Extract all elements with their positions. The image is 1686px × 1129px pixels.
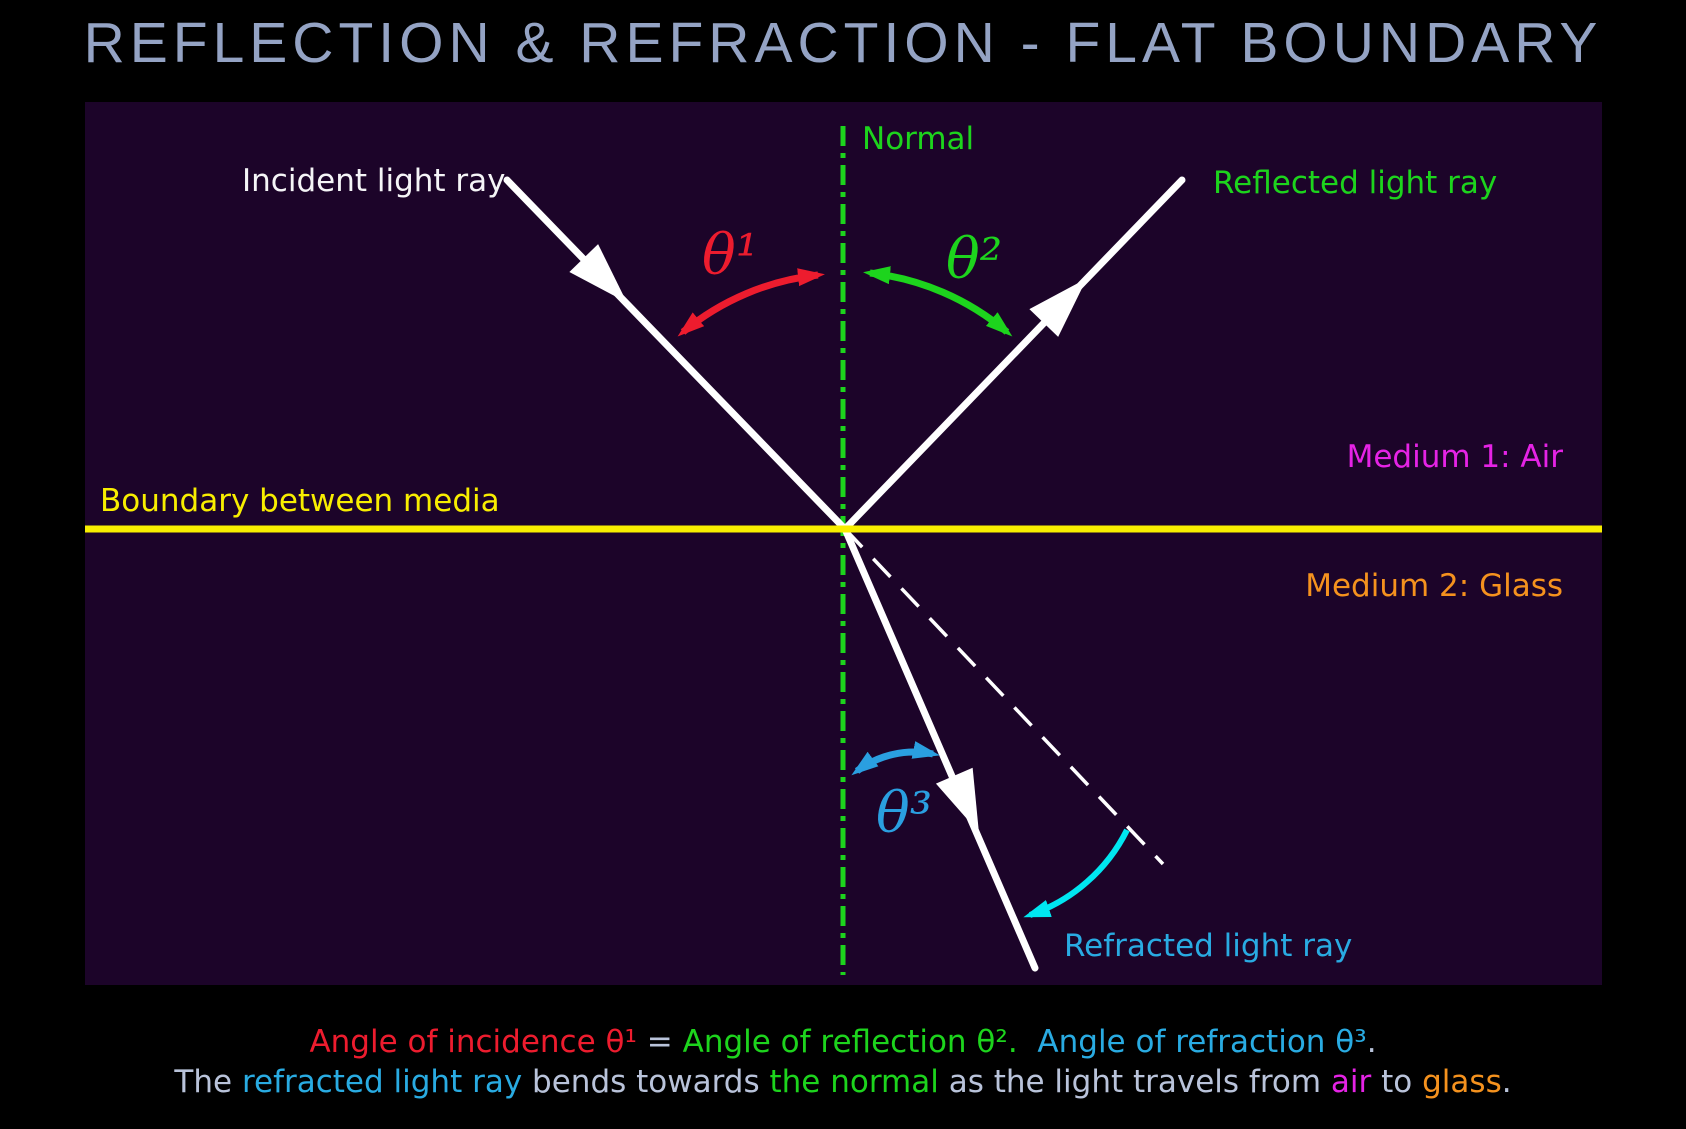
reflected-ray-label: Reflected light ray xyxy=(1213,165,1498,201)
incident-ray-continuation-dashed xyxy=(843,527,1165,866)
reflected-ray xyxy=(841,176,1186,533)
caption-spacer xyxy=(1018,1024,1038,1060)
theta1-symbol: θ¹ xyxy=(702,223,759,288)
page-title: REFLECTION & REFRACTION - FLAT BOUNDARY xyxy=(83,11,1603,75)
caption-refracted-ray: refracted light ray xyxy=(241,1064,523,1100)
caption-bends-towards: bends towards xyxy=(522,1064,770,1100)
caption-equals: = xyxy=(636,1024,683,1060)
caption-period: . xyxy=(1366,1024,1377,1060)
theta2-symbol: θ² xyxy=(946,227,1003,292)
refracted-ray-arrowhead xyxy=(935,767,979,833)
caption-line-1: Angle of incidence θ¹ = Angle of reflect… xyxy=(0,1022,1686,1062)
caption-angle-reflection: Angle of reflection θ². xyxy=(682,1024,1018,1060)
medium1-label: Medium 1: Air xyxy=(1346,439,1563,475)
diagram-panel xyxy=(85,102,1602,985)
reflected-ray-arrowhead xyxy=(1029,278,1087,337)
ray-diagram-svg xyxy=(85,126,1602,975)
incident-ray-arrowhead xyxy=(569,244,627,303)
caption-travels-from: as the light travels from xyxy=(938,1064,1331,1100)
theta3-symbol: θ³ xyxy=(876,781,933,846)
refracted-ray xyxy=(841,525,1039,972)
caption-final-period: . xyxy=(1501,1064,1512,1100)
refraction-deviation-arc xyxy=(1023,828,1130,918)
angle-of-refraction-arc xyxy=(851,741,940,776)
caption-the: The xyxy=(174,1064,242,1100)
angle-of-reflection-arc xyxy=(863,266,1013,337)
refracted-ray-label: Refracted light ray xyxy=(1064,928,1353,964)
angle-of-incidence-arc xyxy=(677,268,825,337)
caption-angle-incidence: Angle of incidence θ¹ xyxy=(309,1024,637,1060)
caption-line-2: The refracted light ray bends towards th… xyxy=(0,1062,1686,1102)
incident-ray xyxy=(503,176,849,533)
caption-angle-refraction: Angle of refraction θ³ xyxy=(1037,1024,1367,1060)
incident-ray-label: Incident light ray xyxy=(242,163,506,199)
caption-to: to xyxy=(1371,1064,1423,1100)
caption-the-normal: the normal xyxy=(769,1064,939,1100)
caption-glass: glass xyxy=(1422,1064,1502,1100)
medium2-label: Medium 2: Glass xyxy=(1305,568,1563,604)
normal-label: Normal xyxy=(862,121,975,157)
boundary-label: Boundary between media xyxy=(100,483,500,519)
caption-air: air xyxy=(1330,1064,1372,1100)
